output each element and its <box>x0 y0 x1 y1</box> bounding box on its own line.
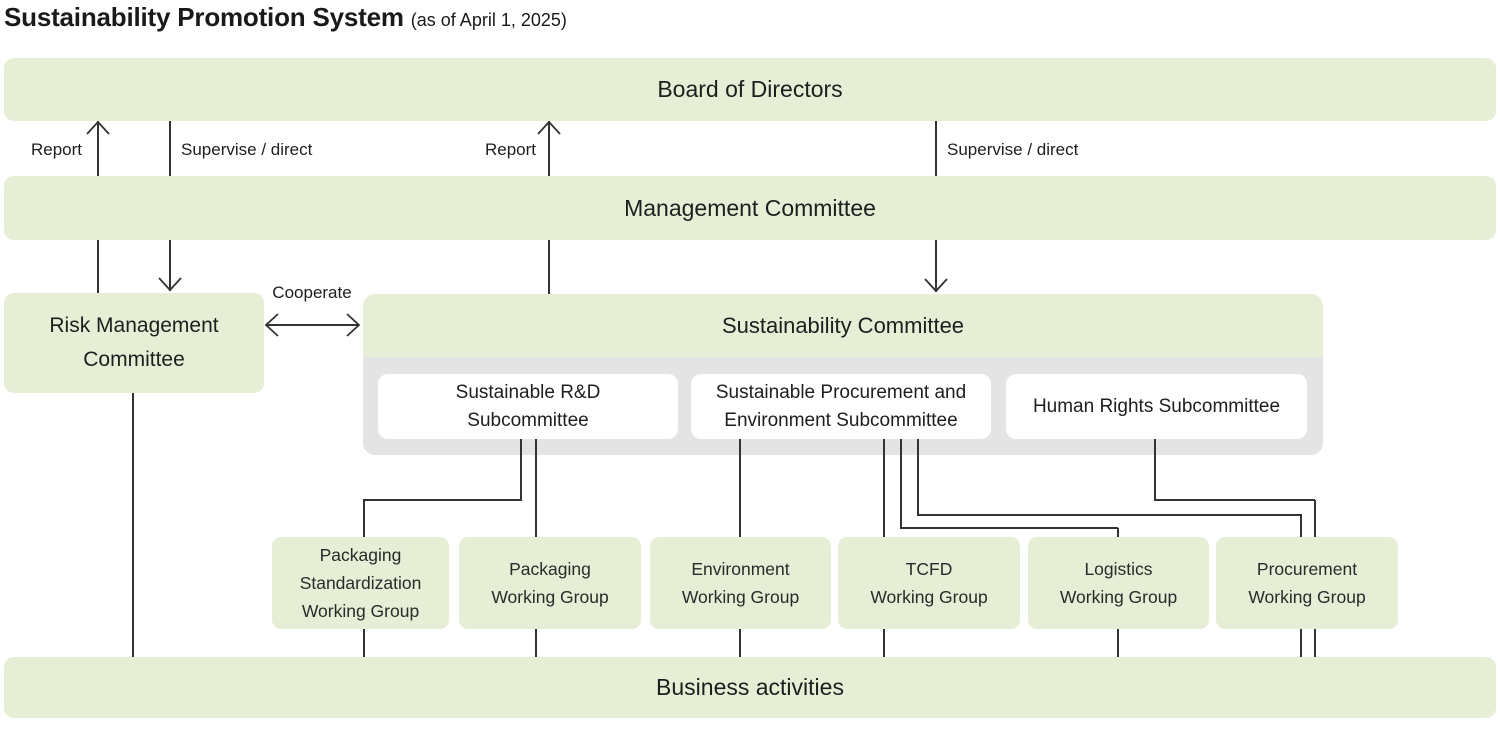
label-supervise-left: Supervise / direct <box>181 140 313 159</box>
subcommittee-sustainable-procurement-environment: Sustainable Procurement and Environment … <box>691 374 991 439</box>
label-report-left: Report <box>31 140 83 159</box>
management-committee-bar: Management Committee <box>4 176 1496 240</box>
working-group-packaging-standardization: Packaging Standardization Working Group <box>272 537 449 629</box>
board-of-directors-bar: Board of Directors <box>4 58 1496 121</box>
subcommittee-human-rights: Human Rights Subcommittee <box>1006 374 1307 439</box>
page-title: Sustainability Promotion System (as of Ap… <box>4 2 567 33</box>
working-group-procurement: Procurement Working Group <box>1216 537 1398 629</box>
connector-cooperate-line <box>266 324 358 326</box>
connector-logistics-elbow-down <box>900 439 902 529</box>
working-group-packaging: Packaging Working Group <box>459 537 641 629</box>
connector-rd-elbow-down <box>520 439 522 501</box>
page-title-main: Sustainability Promotion System <box>4 2 404 32</box>
arrowhead-up-report-mid <box>537 120 561 135</box>
connector-risk-to-business-line <box>132 393 134 658</box>
arrowhead-down-supervise-left <box>158 277 182 292</box>
working-group-tcfd: TCFD Working Group <box>838 537 1020 629</box>
connector-procurement-elbow-down <box>917 439 919 516</box>
arrowhead-down-supervise-right <box>924 278 948 293</box>
page-title-date: (as of April 1, 2025) <box>410 10 567 30</box>
connector-human-rights-elbow-across <box>1154 499 1316 501</box>
arrowhead-left-cooperate <box>264 313 279 337</box>
arrowhead-up-report-left <box>86 120 110 135</box>
subcommittee-sustainable-rd: Sustainable R&D Subcommittee <box>378 374 678 439</box>
connector-procurement-elbow-across <box>917 514 1303 516</box>
connector-human-rights-elbow-down <box>1154 439 1156 501</box>
working-group-logistics: Logistics Working Group <box>1028 537 1209 629</box>
connector-logistics-elbow-across <box>900 527 1119 529</box>
sustainability-committee-header: Sustainability Committee <box>363 294 1323 357</box>
arrowhead-right-cooperate <box>346 313 361 337</box>
business-activities-bar: Business activities <box>4 657 1496 718</box>
label-report-mid: Report <box>484 140 536 159</box>
risk-management-committee-box: Risk Management Committee <box>4 293 264 393</box>
connector-rd-elbow-across <box>363 499 522 501</box>
working-group-environment: Environment Working Group <box>650 537 831 629</box>
label-cooperate: Cooperate <box>272 283 352 302</box>
label-supervise-right: Supervise / direct <box>947 140 1079 159</box>
